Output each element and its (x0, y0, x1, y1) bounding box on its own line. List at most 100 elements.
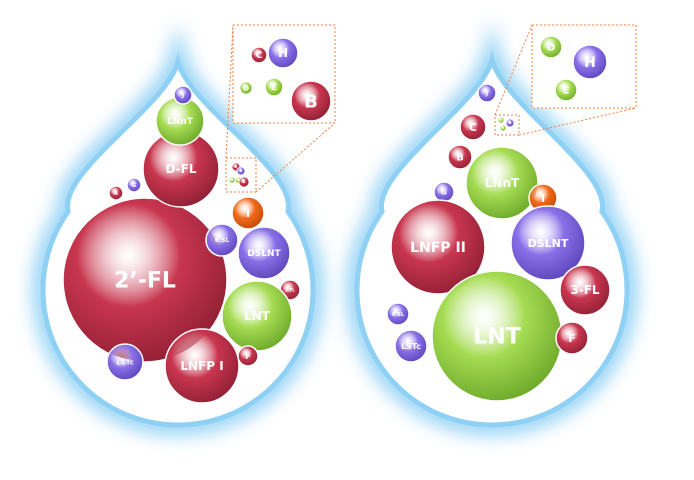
left-mini-label-d: D (231, 178, 233, 182)
left-zoom-bubble-d: D (239, 81, 253, 95)
right-zoom-circle-e (554, 78, 578, 102)
right-label-6sl: 6’SL (392, 312, 405, 318)
right-circle-lstc (394, 329, 428, 363)
right-bubble-lnfp-ii: LNFP II (390, 199, 486, 295)
right-circle-6sl (386, 302, 410, 326)
left-bubble-dslnt: DSLNT (237, 226, 291, 280)
right-zoom-bubble-h: H (572, 44, 608, 80)
left-circle-dslnt (237, 226, 291, 280)
right-label-lnnt: LNnT (485, 176, 520, 190)
left-mini-circle-h (236, 166, 246, 176)
right-zoom-label-d: D (547, 43, 555, 54)
left-mini-label-h: H (240, 169, 243, 173)
left-zoom-bubble-b: B (290, 80, 332, 122)
left-zoom-circle-b (290, 80, 332, 122)
right-circle-lnfp-ii (390, 199, 486, 295)
right-label-i: I (541, 192, 545, 205)
left-zoom-bubble-h: H (267, 37, 299, 69)
left-label-d-fl: D-FL (165, 162, 196, 176)
left-zoom-circle-e (264, 77, 284, 97)
right-mini-label-h: H (509, 121, 512, 125)
left-zoom-label-b: B (304, 91, 318, 112)
left-zoom-circle-d (239, 81, 253, 95)
left-bubble-lstc: LSTc (106, 343, 144, 381)
right-circle-c (459, 113, 487, 141)
right-circle-b (447, 144, 473, 170)
right-label-3-fl: 3-FL (570, 283, 600, 297)
left-label-lnnt: LNnT (167, 117, 194, 127)
left-label-lnt: LNT (244, 309, 271, 323)
left-circle-g (126, 177, 142, 193)
right-bubble-f: F (555, 321, 589, 355)
left-circle-f (237, 345, 259, 367)
right-label-b: B (456, 153, 464, 164)
right-bubble-6sl: 6’SL (386, 302, 410, 326)
left-circle-lstc (106, 343, 144, 381)
right-zoom-label-e: E (563, 86, 570, 97)
left-bubble-6sl: 6’SL (205, 223, 239, 257)
right-bubble-lstc: LSTc (394, 329, 428, 363)
left-label-lstc: LSTc (116, 358, 134, 366)
right-zoom-line (494, 24, 533, 116)
left-mini-bubble-h: H (236, 166, 246, 176)
right-mini-label-d: D (500, 118, 502, 122)
right-mini-bubble-e: E (499, 124, 507, 132)
right-zoom-circle-d (539, 35, 563, 59)
left-mini-bubble-b: B (238, 176, 250, 188)
right-circle-dslnt (510, 205, 586, 281)
right-bubble-lnnt: LNnT (465, 146, 539, 220)
right-label-c: C (469, 121, 477, 134)
right-circle-f (555, 321, 589, 355)
right-zoom-line (518, 107, 637, 136)
right-label-lnt: LNT (473, 325, 520, 350)
right-label-j: J (485, 90, 488, 97)
left-mini-bubble-d: D (228, 176, 236, 184)
right-circle-3-fl (559, 264, 611, 316)
right-circle-lnnt (465, 146, 539, 220)
left-bubble-g: G (126, 177, 142, 193)
right-mini-bubble-h: H (505, 118, 515, 128)
left-zoom-label-h: H (278, 46, 288, 60)
left-circle-i (231, 196, 265, 230)
left-zoom-bubble-c: C (250, 46, 268, 64)
left-zoom-line (255, 122, 336, 193)
left-circle-j (173, 85, 193, 105)
right-zoom-circle-h (572, 44, 608, 80)
right-bubble-b: B (447, 144, 473, 170)
left-label-3-fl: 3-FL (285, 287, 295, 292)
left-zoom-label-d: D (243, 84, 249, 92)
left-bubble-a: A (108, 185, 124, 201)
left-label-lnfp-i: LNFP I (180, 359, 223, 373)
right-source-box (494, 114, 520, 136)
right-mini-label-e: E (502, 126, 504, 130)
left-label-f: F (245, 352, 250, 361)
left-zoom-label-c: C (256, 51, 263, 61)
left-label-6sl: 6’SL (215, 237, 230, 244)
right-mini-bubble-d: D (497, 116, 505, 124)
left-bubble-f: F (237, 345, 259, 367)
right-bubble-j: J (477, 83, 497, 103)
right-bubble-dslnt: DSLNT (510, 205, 586, 281)
left-mini-label-c: C (235, 165, 238, 169)
left-circle-a (108, 185, 124, 201)
left-bubble-d-fl: D-FL (142, 130, 220, 208)
right-circle-j (477, 83, 497, 103)
right-label-f: F (568, 332, 576, 345)
left-zoom-circle-h (267, 37, 299, 69)
left-zoom-bubble-e: E (264, 77, 284, 97)
right-bubble-g: G (433, 181, 455, 203)
left-mini-circle-b (238, 176, 250, 188)
right-label-lnfp-ii: LNFP II (410, 240, 466, 256)
right-zoom-bubble-d: D (539, 35, 563, 59)
left-bubble-lnt: LNT (221, 280, 293, 352)
right-bubble-lnt: LNT (431, 270, 563, 402)
left-bubble-j: J (173, 85, 193, 105)
left-label-a: A (114, 191, 118, 197)
left-zoom-circle-c (250, 46, 268, 64)
left-bubble-2-fl: 2’-FL (62, 197, 228, 363)
right-label-g: G (441, 188, 447, 196)
left-circle-lnfp-i (164, 328, 240, 404)
